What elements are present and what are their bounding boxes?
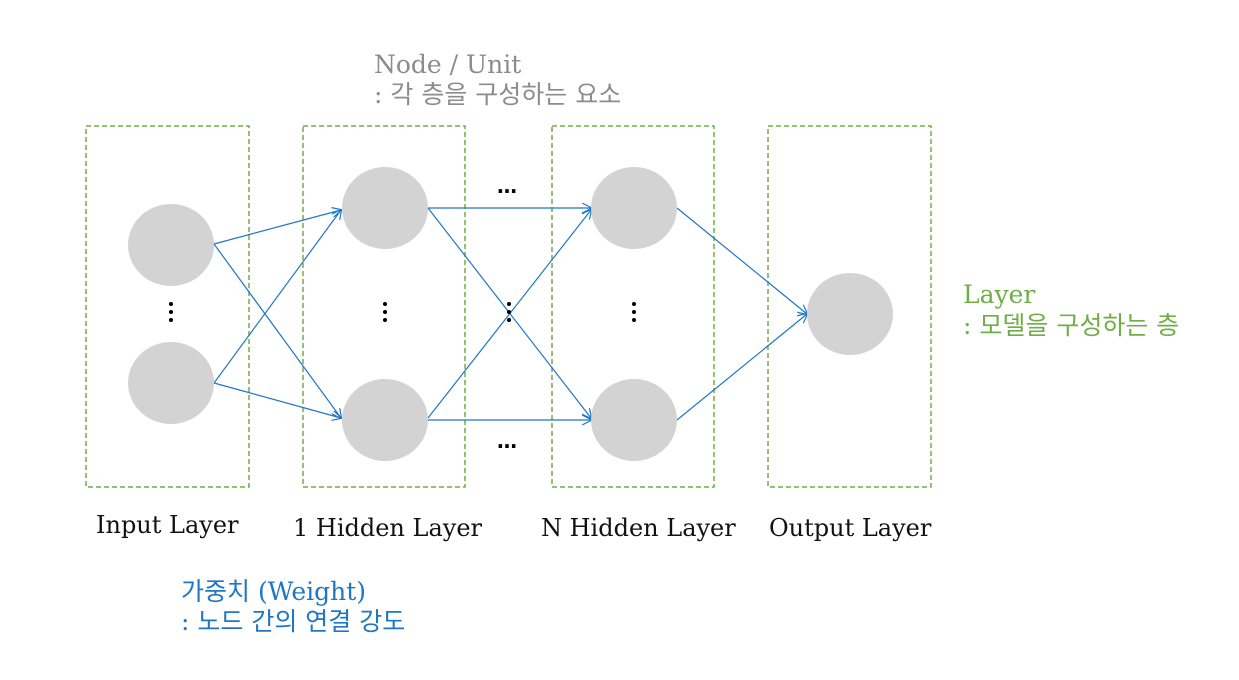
weight-edge xyxy=(676,314,807,421)
layer-box-input xyxy=(85,125,250,488)
weight-edge xyxy=(213,243,341,418)
weight-edge xyxy=(213,210,341,245)
weight-annotation-title: 가중치 (Weight) xyxy=(181,577,367,606)
node-hiddenN-2 xyxy=(591,379,677,461)
node-hidden1-2 xyxy=(342,379,428,461)
layer-annotation-desc: : 모델을 구성하는 층 xyxy=(963,311,1180,340)
horizontal-ellipsis-top: … xyxy=(497,174,518,198)
vertical-ellipsis-hidden-n xyxy=(632,302,638,326)
node-hiddenN-1 xyxy=(591,167,677,249)
node-hidden1-1 xyxy=(342,167,428,249)
weight-annotation-desc: : 노드 간의 연결 강도 xyxy=(181,607,406,636)
vertical-ellipsis-between xyxy=(507,302,513,326)
weight-edge xyxy=(676,207,807,314)
vertical-ellipsis-input xyxy=(169,302,175,326)
weight-edge xyxy=(427,210,591,419)
layer-label-output: Output Layer xyxy=(769,514,932,542)
node-input-2 xyxy=(128,342,214,424)
horizontal-ellipsis-bottom: … xyxy=(497,429,518,453)
node-annotation-title: Node / Unit xyxy=(374,50,522,79)
layer-box-hidden-n xyxy=(551,125,715,488)
layer-label-hidden-n: N Hidden Layer xyxy=(541,514,736,542)
weight-edge xyxy=(213,210,341,384)
node-annotation-desc: : 각 층을 구성하는 요소 xyxy=(374,80,622,109)
layer-label-input: Input Layer xyxy=(96,511,239,539)
layer-label-hidden-1: 1 Hidden Layer xyxy=(293,514,482,542)
node-input-1 xyxy=(128,204,214,286)
layer-box-output xyxy=(767,125,932,488)
layer-box-hidden-1 xyxy=(302,125,466,488)
vertical-ellipsis-hidden-1 xyxy=(383,302,389,326)
node-output xyxy=(807,273,893,355)
weight-edge xyxy=(213,382,341,418)
layer-annotation-title: Layer xyxy=(963,280,1036,309)
